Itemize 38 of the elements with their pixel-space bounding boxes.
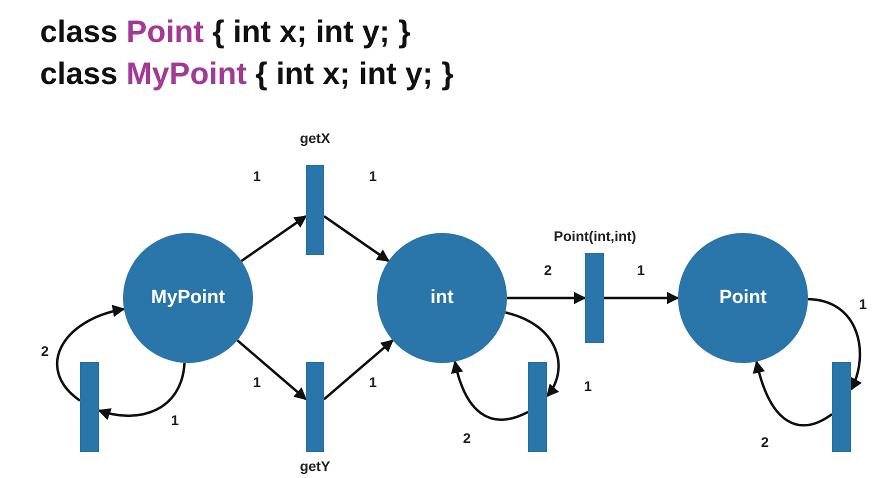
code-line: class Point { int x; int y; } — [40, 14, 410, 50]
edge-label: 1 — [170, 412, 180, 428]
edge-label: 1 — [368, 168, 378, 184]
transition-label: getY — [300, 458, 330, 474]
arrow — [753, 360, 833, 426]
transition-bar — [585, 253, 604, 343]
transition-bar — [306, 165, 324, 255]
place-label: MyPoint — [151, 287, 225, 309]
code-line: class MyPoint { int x; int y; } — [40, 56, 454, 92]
arrow — [808, 298, 862, 391]
transition-label: Point(int,int) — [554, 228, 636, 244]
transition-label: getX — [300, 130, 330, 146]
edge-label: 1 — [252, 374, 262, 390]
arrow — [236, 339, 307, 400]
edge-label: 1 — [858, 296, 868, 312]
edge-label: 1 — [252, 168, 262, 184]
edge-label: 1 — [583, 378, 593, 394]
arrow — [505, 311, 560, 398]
place-label: int — [430, 287, 454, 309]
transition-bar — [306, 362, 324, 452]
transition-bar — [528, 362, 547, 452]
transition-bar — [832, 362, 851, 452]
edge-label: 2 — [462, 430, 472, 446]
edge-label: 2 — [543, 262, 553, 278]
arrow — [604, 292, 680, 304]
edge-label: 1 — [636, 262, 646, 278]
edge-label: 2 — [760, 434, 770, 450]
place-label: Point — [719, 287, 767, 309]
edge-label: 2 — [40, 343, 50, 359]
arrow — [98, 362, 186, 420]
arrow — [323, 215, 390, 262]
arrow — [240, 215, 308, 262]
edge-label: 1 — [368, 374, 378, 390]
transition-bar — [80, 362, 99, 452]
arrow — [451, 360, 529, 421]
arrow — [56, 305, 126, 402]
arrow — [507, 292, 586, 304]
arrow — [323, 339, 394, 400]
